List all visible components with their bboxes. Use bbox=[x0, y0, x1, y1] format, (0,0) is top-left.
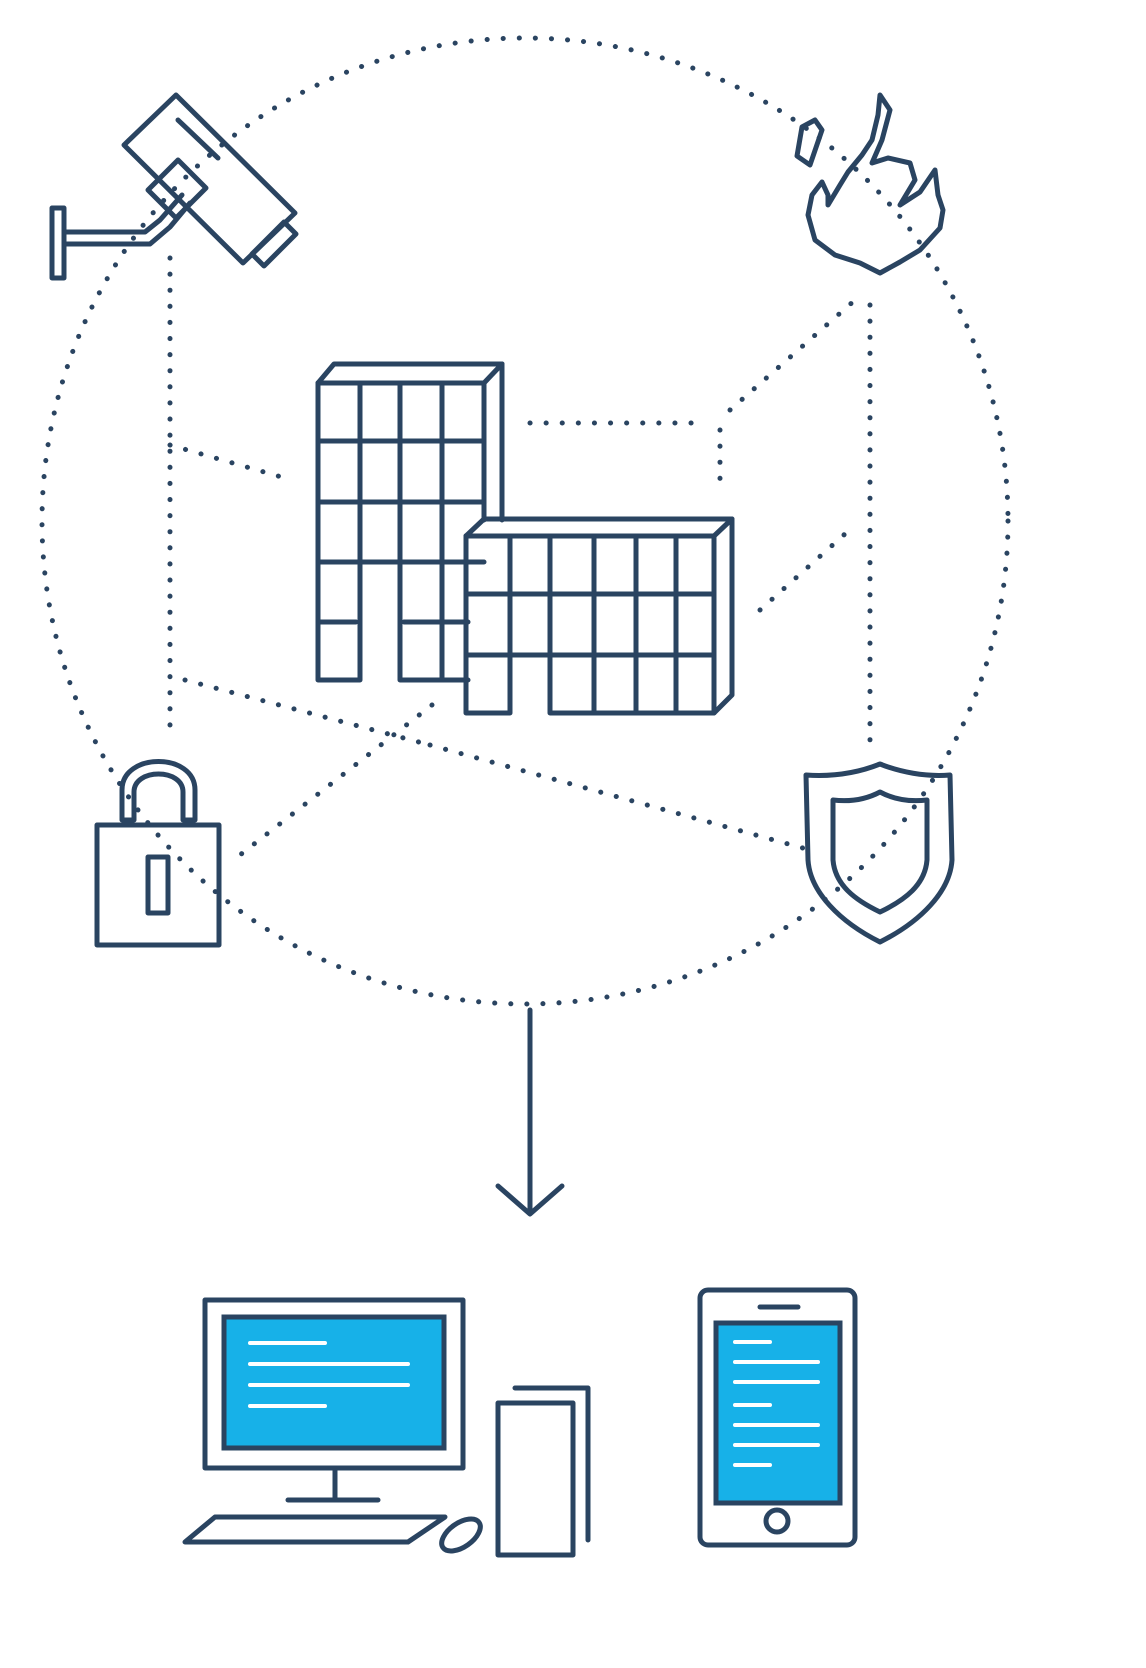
security-camera-icon bbox=[49, 92, 299, 281]
arrow-down-icon bbox=[495, 1007, 565, 1217]
smartphone-icon bbox=[697, 1287, 858, 1548]
fire-icon bbox=[794, 92, 946, 276]
network-ring bbox=[39, 35, 1011, 1007]
shield-icon bbox=[803, 761, 955, 945]
office-building-icon bbox=[315, 361, 735, 716]
connection-lines bbox=[167, 255, 873, 858]
desktop-computer-icon bbox=[182, 1297, 591, 1558]
padlock-icon bbox=[94, 759, 222, 948]
